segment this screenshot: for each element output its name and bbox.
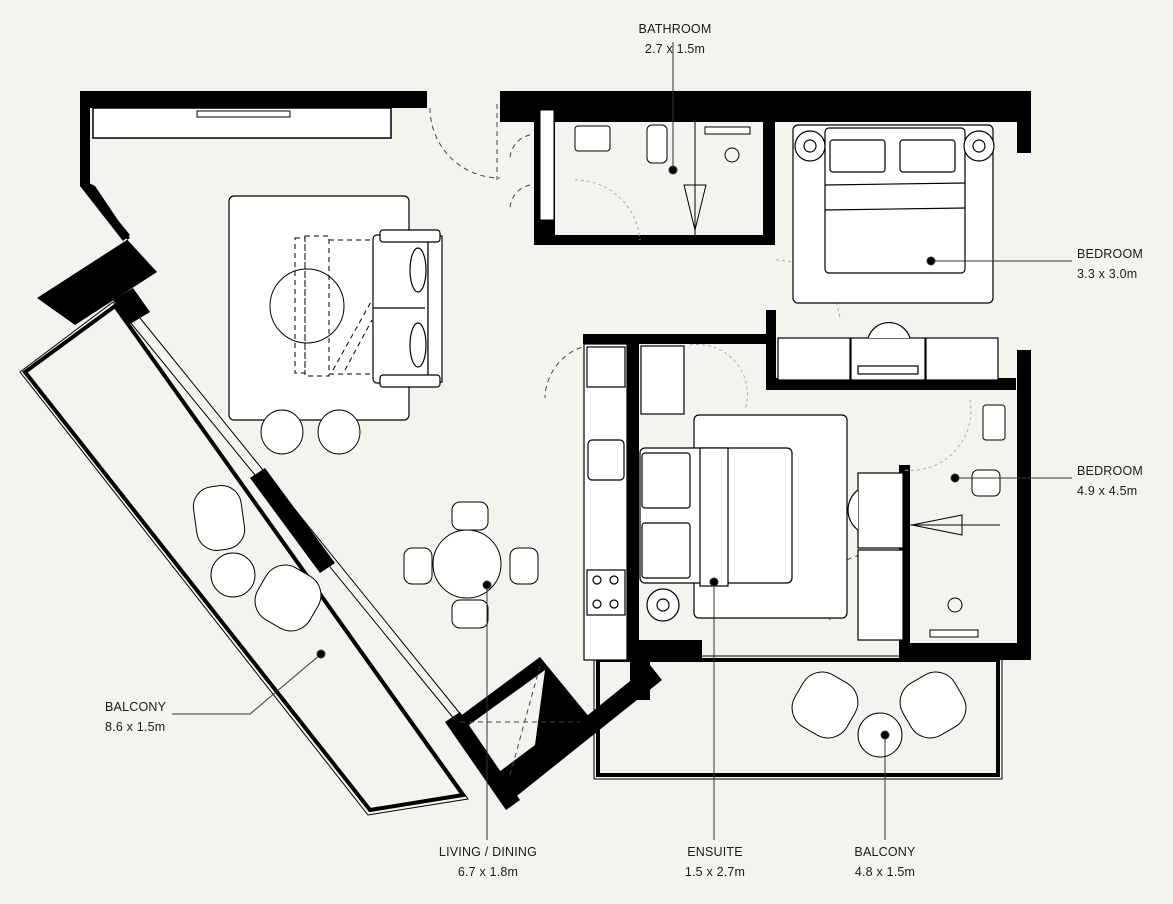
room-dimensions: 4.8 x 1.5m (854, 865, 916, 879)
room-dimensions: 4.9 x 4.5m (1077, 484, 1138, 498)
balcony-south-furniture (791, 671, 967, 758)
room-label-balcony-west: BALCONY 8.6 x 1.5m (105, 697, 185, 737)
room-dimensions: 3.3 x 3.0m (1077, 267, 1138, 281)
room-name: BEDROOM (1077, 464, 1143, 478)
room-label-living-dining: LIVING / DINING 6.7 x 1.8m (418, 842, 558, 882)
room-label-balcony-south: BALCONY 4.8 x 1.5m (825, 842, 945, 882)
dining-set (403, 501, 539, 629)
balcony-west-furniture (192, 485, 322, 632)
room-name: BATHROOM (638, 22, 712, 36)
bathroom-fixtures (539, 109, 751, 235)
sofa (372, 229, 443, 388)
leader-lines (172, 42, 1072, 840)
room-dimensions: 8.6 x 1.5m (105, 720, 166, 734)
tv-unit (92, 107, 392, 139)
room-dimensions: 6.7 x 1.8m (457, 865, 519, 879)
room-label-ensuite: ENSUITE 1.5 x 2.7m (655, 842, 775, 882)
room-name: BALCONY (854, 845, 916, 859)
room-name: BALCONY (105, 700, 167, 714)
room-name: BEDROOM (1077, 247, 1143, 261)
bedroom-2-furniture (639, 345, 904, 641)
room-dimensions: 2.7 x 1.5m (644, 42, 706, 56)
room-label-bathroom: BATHROOM 2.7 x 1.5m (615, 19, 735, 59)
room-name: LIVING / DINING (438, 845, 538, 859)
room-dimensions: 1.5 x 2.7m (684, 865, 746, 879)
ensuite-fixtures (910, 404, 1006, 638)
balcony-outlines (19, 301, 1003, 816)
room-name: ENSUITE (687, 845, 743, 859)
kitchen-counter (583, 343, 628, 661)
room-label-bedroom-2: BEDROOM 4.9 x 4.5m (1077, 461, 1173, 501)
bedroom-1-furniture (777, 124, 999, 381)
room-label-bedroom-1: BEDROOM 3.3 x 3.0m (1077, 244, 1173, 284)
bar-stools (260, 409, 361, 455)
coffee-table (269, 235, 373, 377)
